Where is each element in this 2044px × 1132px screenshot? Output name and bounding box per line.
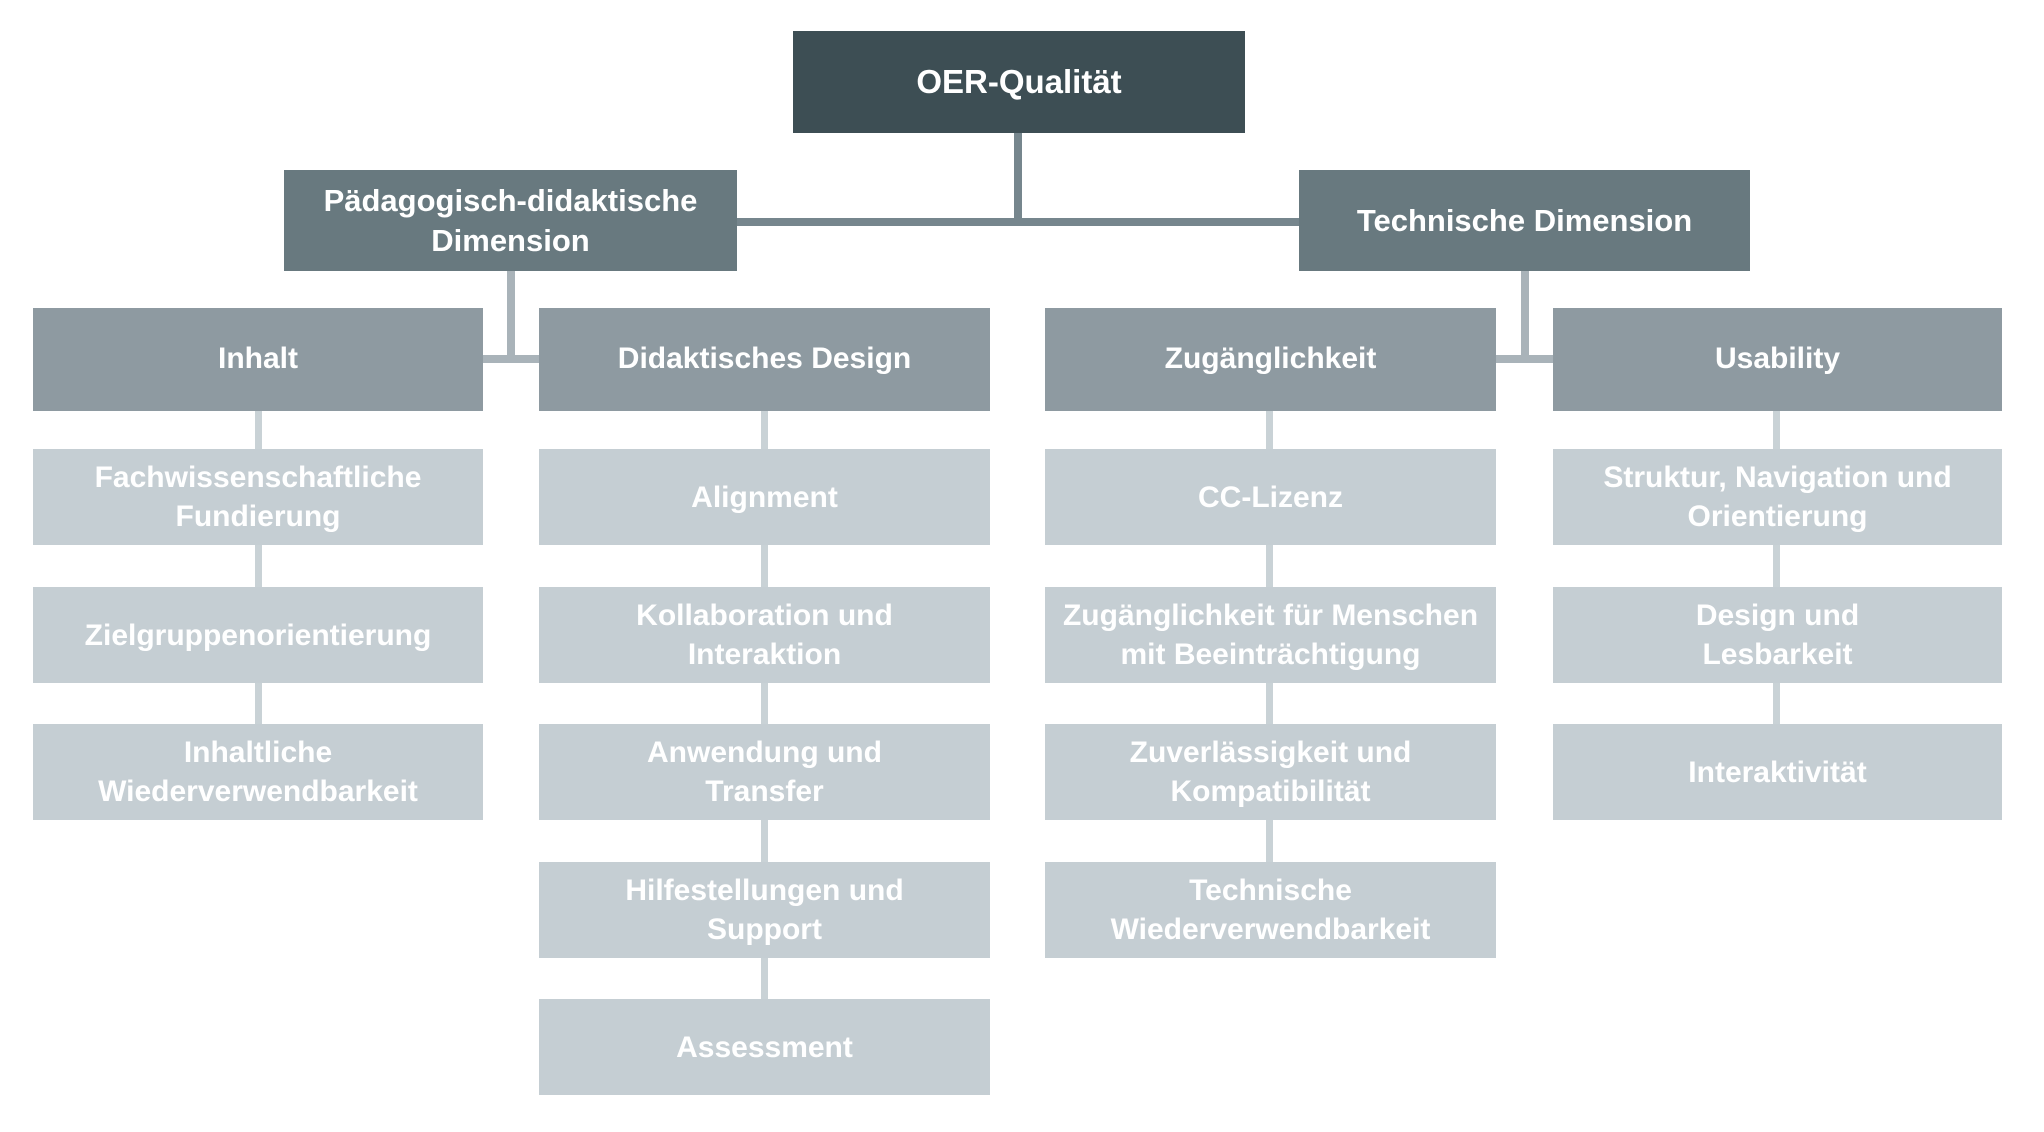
node-label: Alignment (691, 480, 838, 514)
node-label: Hilfestellungen und Support (625, 874, 904, 946)
connector-col2-seg1 (761, 411, 768, 449)
connector-col2-seg2 (761, 545, 768, 587)
connector-dim1-vertical (507, 271, 515, 363)
node-assessment: Assessment (539, 999, 990, 1095)
connector-col1-seg1 (255, 411, 262, 449)
connector-root-horizontal (737, 218, 1299, 226)
connector-dim2-horizontal (1496, 355, 1553, 363)
node-didaktisches-design: Didaktisches Design (539, 308, 990, 411)
node-zugaenglichkeit-fuer-menschen: Zugänglichkeit für Menschen mit Beeinträ… (1045, 587, 1496, 683)
node-zugaenglichkeit: Zugänglichkeit (1045, 308, 1496, 411)
node-struktur-navigation-orientierung: Struktur, Navigation und Orientierung (1553, 449, 2002, 545)
node-label: Technische Dimension (1356, 202, 1693, 238)
node-label: CC-Lizenz (1198, 480, 1343, 514)
node-inhaltliche-wiederverwendbarkeit: Inhaltliche Wiederverwendbarkeit (33, 724, 483, 820)
node-kollaboration-und-interaktion: Kollaboration und Interaktion (539, 587, 990, 683)
node-usability: Usability (1553, 308, 2002, 411)
connector-col3-seg4 (1266, 820, 1273, 862)
connector-col3-seg3 (1266, 683, 1273, 724)
node-label: Design und Lesbarkeit (1695, 599, 1860, 671)
node-oer-qualitaet: OER-Qualität (793, 31, 1245, 133)
connector-dim1-horizontal (483, 355, 539, 363)
node-label: OER-Qualität (916, 63, 1122, 101)
node-technische-wiederverwendbarkeit: Technische Wiederverwendbarkeit (1045, 862, 1496, 958)
connector-col1-seg2 (255, 545, 262, 587)
node-zuverlaessigkeit-und-kompatibilitaet: Zuverlässigkeit und Kompatibilität (1045, 724, 1496, 820)
node-label: Inhaltliche Wiederverwendbarkeit (98, 736, 418, 808)
node-label: Usability (1714, 342, 1841, 376)
node-label: Inhalt (218, 342, 298, 376)
node-technische-dimension: Technische Dimension (1299, 170, 1750, 271)
node-label: Technische Wiederverwendbarkeit (1110, 874, 1431, 946)
connector-dim2-vertical (1521, 271, 1529, 363)
node-paedagogisch-didaktische-dimension: Pädagogisch-didaktische Dimension (284, 170, 737, 271)
node-label: Kollaboration und Interaktion (636, 599, 893, 671)
node-anwendung-und-transfer: Anwendung und Transfer (539, 724, 990, 820)
node-hilfestellungen-und-support: Hilfestellungen und Support (539, 862, 990, 958)
node-label: Didaktisches Design (617, 342, 912, 376)
connector-col1-seg3 (255, 683, 262, 724)
node-label: Interaktivität (1688, 755, 1867, 789)
node-fachwissenschaftliche-fundierung: Fachwissenschaftliche Fundierung (33, 449, 483, 545)
connector-col4-seg2 (1773, 545, 1780, 587)
node-label: Pädagogisch-didaktische Dimension (323, 182, 698, 258)
connector-col3-seg1 (1266, 411, 1273, 449)
node-label: Zuverlässigkeit und Kompatibilität (1129, 736, 1412, 808)
node-label: Zielgruppenorientierung (84, 618, 432, 652)
connector-col2-seg3 (761, 683, 768, 724)
node-label: Fachwissenschaftliche Fundierung (94, 461, 422, 533)
connector-col4-seg3 (1773, 683, 1780, 724)
node-label: Assessment (676, 1030, 853, 1064)
node-design-und-lesbarkeit: Design und Lesbarkeit (1553, 587, 2002, 683)
node-label: Zugänglichkeit (1164, 342, 1377, 376)
connector-col4-seg1 (1773, 411, 1780, 449)
node-interaktivitaet: Interaktivität (1553, 724, 2002, 820)
connector-col2-seg4 (761, 820, 768, 862)
node-label: Anwendung und Transfer (647, 736, 882, 808)
node-cc-lizenz: CC-Lizenz (1045, 449, 1496, 545)
connector-col2-seg5 (761, 958, 768, 999)
node-label: Struktur, Navigation und Orientierung (1603, 461, 1952, 533)
node-label: Zugänglichkeit für Menschen mit Beeinträ… (1062, 599, 1479, 671)
connector-root-vertical (1014, 133, 1022, 226)
node-alignment: Alignment (539, 449, 990, 545)
node-zielgruppenorientierung: Zielgruppenorientierung (33, 587, 483, 683)
connector-col3-seg2 (1266, 545, 1273, 587)
node-inhalt: Inhalt (33, 308, 483, 411)
